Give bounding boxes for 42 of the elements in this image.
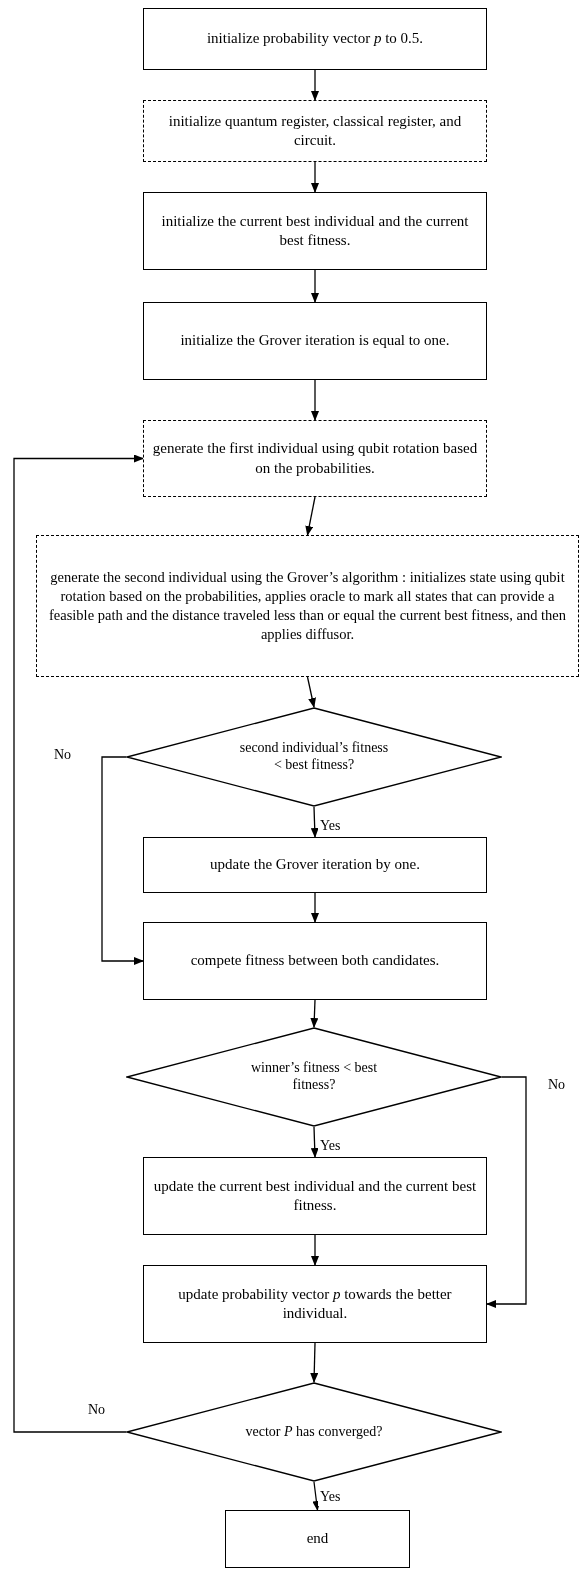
step-text: initialize probability vector p to 0.5.: [205, 29, 425, 49]
process-box: [143, 8, 487, 70]
step-text: compete fitness between both candidates.: [189, 951, 441, 971]
arrow: [486, 1076, 527, 1308]
process-box: [143, 302, 487, 380]
arrow: [311, 69, 319, 101]
step-text: update the current best individual and the current best fitness.: [152, 1176, 478, 1215]
arrow: [306, 676, 316, 708]
step-text: initialize quantum register, classical register, and circuit.: [167, 111, 463, 150]
arrow: [310, 806, 319, 838]
arrow: [305, 496, 316, 536]
edge-label: Yes: [318, 1489, 343, 1506]
step-text: update probability vector p towards the better individual.: [177, 1284, 453, 1323]
process-box: [143, 192, 487, 270]
arrow: [311, 379, 319, 421]
step-text: end: [305, 1529, 330, 1549]
step-text: initialize the current best individual and the current best fitness.: [160, 211, 470, 250]
process-box: [143, 1265, 487, 1343]
arrow: [310, 999, 319, 1028]
terminal-box: [225, 1510, 410, 1568]
process-box: [143, 837, 487, 893]
step-text: generate the second individual using the Grover’s algorithm : initializes state using qubit rotation based on the probabilities, applies oracle to mark all states that can provide a feasible path and the distance traveled less than or equal the current best fitness, and then applies diffusor.: [48, 568, 567, 644]
dashed-process-box: [143, 420, 487, 497]
dashed-process-box: [36, 535, 579, 677]
step-text: update the Grover iteration by one.: [209, 855, 421, 875]
arrow: [311, 1234, 319, 1266]
decision-text: second individual’s fitness < best fitness?: [238, 740, 390, 774]
dashed-process-box: [143, 100, 487, 162]
step-text: generate the first individual using qubit rotation based on the probabilities.: [151, 439, 479, 478]
process-box: [143, 1157, 487, 1235]
arrow: [310, 1126, 319, 1158]
arrow: [311, 892, 319, 923]
process-box: [143, 922, 487, 1000]
step-text: initialize the Grover iteration is equal to one.: [179, 331, 451, 351]
arrow: [13, 454, 144, 1433]
decision-text: winner’s fitness < best fitness?: [249, 1060, 379, 1094]
arrow: [311, 161, 319, 193]
decision-text: vector P has converged?: [244, 1423, 384, 1441]
arrow: [101, 756, 144, 965]
arrow: [312, 1481, 321, 1511]
arrow: [310, 1342, 319, 1383]
arrow: [311, 269, 319, 303]
